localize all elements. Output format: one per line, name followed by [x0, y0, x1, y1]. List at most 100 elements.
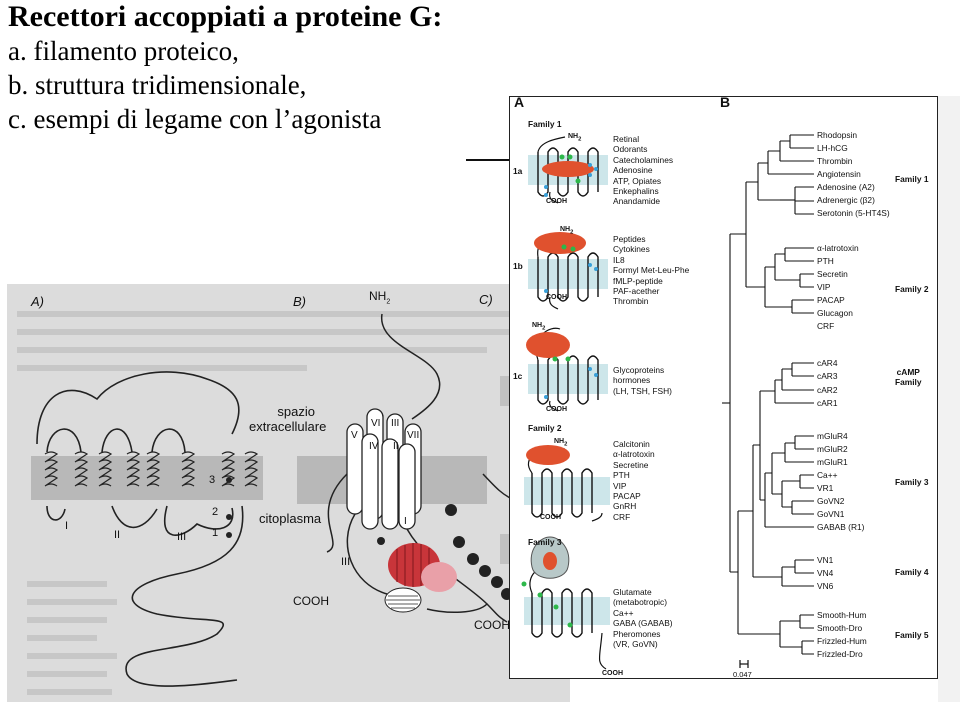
tree-family-label: Family 3	[895, 477, 929, 487]
left-figure: A) B) C) NH2 spazio extracellulare citop…	[7, 284, 570, 702]
ligand-1a-4: ATP, Opiates	[613, 175, 662, 186]
tree-leaf-label: PTH	[817, 256, 834, 266]
family-3-cooh: COOH	[602, 670, 623, 677]
slide-title: Recettori accoppiati a proteine G:	[8, 0, 443, 33]
tree-leaf-label: CRF	[817, 321, 835, 331]
g-protein-stripes	[396, 543, 430, 587]
nh2-1a-text: NH	[568, 133, 579, 140]
family-1-heading: Family 1	[528, 119, 562, 129]
tree-leaf-label: Ca++	[817, 470, 838, 480]
tree-family-label: Family 2	[895, 284, 929, 294]
ligand-1a-1: Odorants	[613, 144, 648, 155]
flytrap-ligand	[543, 552, 557, 570]
nh2-1c-text: NH	[532, 322, 543, 329]
ligand-1a-5: Enkephalins	[613, 186, 659, 197]
right-figure: A B Family 1 1a NH2 COOH Retinal Odorant…	[509, 96, 938, 679]
panel-a-label: A)	[31, 294, 44, 309]
scan-mark-c2	[500, 534, 510, 564]
tree-leaf-label: Secretin	[817, 269, 848, 279]
tree-leaf-label: mGluR1	[817, 457, 848, 467]
ligand-2-1: α-latrotoxin	[613, 449, 655, 460]
family-1b-ligands: Peptides Cytokines IL8 Formyl Met-Leu-Ph…	[613, 234, 689, 307]
g-protein-gamma-lines	[386, 595, 420, 609]
scan-mark-c1	[500, 376, 510, 406]
tree-leaf-label: Glucagon	[817, 308, 853, 318]
receptor-serpentines	[531, 147, 599, 638]
right-figure-drawing	[521, 101, 814, 676]
tree-leaf-label: Smooth-Dro	[817, 623, 863, 633]
tree-leaf-label: VN1	[817, 555, 834, 565]
family-3-heading: Family 3	[528, 537, 562, 547]
tree-leaf-label: VN6	[817, 581, 834, 591]
ligand-2-2: Secretine	[613, 459, 649, 470]
helix-i-label: I	[404, 516, 407, 527]
tree-leaf-label: α-latrotoxin	[817, 243, 859, 253]
tree-family-label-line: Family 1	[895, 174, 929, 184]
nh2-2-text: NH	[554, 438, 565, 445]
scale-bar	[739, 660, 749, 668]
ligand-2-0: Calcitonin	[613, 439, 650, 449]
ligand-3-0: Glutamate	[613, 587, 652, 597]
left-figure-drawing	[17, 311, 547, 695]
scale-bar-label: 0.047	[733, 670, 752, 679]
receptor-chain-a	[36, 371, 244, 687]
tree-leaf-label: Rhodopsin	[817, 130, 858, 140]
loop-iii-b-label: III	[341, 556, 351, 568]
helix-ii-label: II	[393, 441, 399, 452]
tree-leaf-label: cAR4	[817, 358, 838, 368]
loop-iii-label: III	[177, 531, 187, 543]
ligand-2-6: GnRH	[613, 501, 637, 512]
tree-leaf-label: Frizzled-Hum	[817, 636, 867, 646]
ligand-1b-1: Cytokines	[613, 244, 650, 255]
loop-i-label: I	[65, 520, 69, 532]
ligand-3-2: Ca++	[613, 607, 634, 618]
helix-vii-label: VII	[407, 430, 420, 441]
helix-vi-label: VI	[371, 418, 381, 429]
ligand-1b-5: PAF-acether	[613, 286, 660, 297]
tree-family-label: Family 5	[895, 630, 929, 640]
tree-leaf-label: VN4	[817, 568, 834, 578]
tree-leaf-label: Adrenergic (β2)	[817, 195, 875, 205]
tree-leaf-label: Adenosine (A2)	[817, 182, 875, 192]
tree-leaf-label: Angiotensin	[817, 169, 861, 179]
tree-leaf-label: Smooth-Hum	[817, 610, 867, 620]
panel-a-letter: A	[514, 96, 525, 110]
ligand-pockets	[526, 161, 594, 577]
ligand-3-4: Pheromones	[613, 628, 661, 639]
tree-leaf-label: mGluR2	[817, 444, 848, 454]
ligand-2-3: PTH	[613, 470, 630, 481]
ligand-2-5: PACAP	[613, 491, 641, 502]
slide-title-block: Recettori accoppiati a proteine G: a. fi…	[8, 0, 442, 136]
helix-iv-label: IV	[369, 441, 379, 452]
marker-3-label: 3	[209, 474, 216, 486]
g-protein-beta	[421, 562, 457, 592]
tree-leaf-label: cAR3	[817, 371, 838, 381]
family-1c-nh2: NH2	[532, 321, 545, 334]
slide-item-c: c. esempi di legame con l’agonista	[8, 104, 382, 134]
ligand-1b-4: fMLP-peptide	[613, 275, 663, 286]
tree-family-label-line: Family 4	[895, 567, 929, 577]
nh2-1b-text: NH	[560, 226, 571, 233]
family-2-heading: Family 2	[528, 423, 562, 433]
cooh-label-a: COOH	[293, 594, 329, 608]
ligand-1b-2: IL8	[613, 254, 625, 265]
ligand-3-3: GABA (GABAB)	[613, 618, 673, 629]
nh2-2-sub: 2	[564, 441, 568, 448]
marker-2-label: 2	[212, 506, 219, 518]
ligand-1b-6: Thrombin	[613, 296, 649, 307]
nh2-1c-sub: 2	[542, 325, 546, 332]
panel-b-letter: B	[720, 96, 731, 110]
ligand-1c-0: Glycoproteins	[613, 365, 665, 375]
nh2-1a-sub: 2	[578, 136, 582, 143]
tree-leaf-label: cAR1	[817, 398, 838, 408]
site-marker-2	[226, 514, 232, 520]
ligand-1b-0: Peptides	[613, 234, 646, 244]
family-2-ligands: Calcitonin α-latrotoxin Secretine PTH VI…	[613, 439, 655, 522]
tree-leaf-label: VIP	[817, 282, 831, 292]
family-1a-cooh: COOH	[546, 198, 567, 205]
family-1a-nh2: NH2	[568, 132, 581, 145]
ligand-2-7: CRF	[613, 511, 631, 522]
family-1c-cooh: COOH	[546, 406, 567, 413]
tree-leaf-label: mGluR4	[817, 431, 848, 441]
ligand-1c-1: hormones	[613, 375, 651, 386]
